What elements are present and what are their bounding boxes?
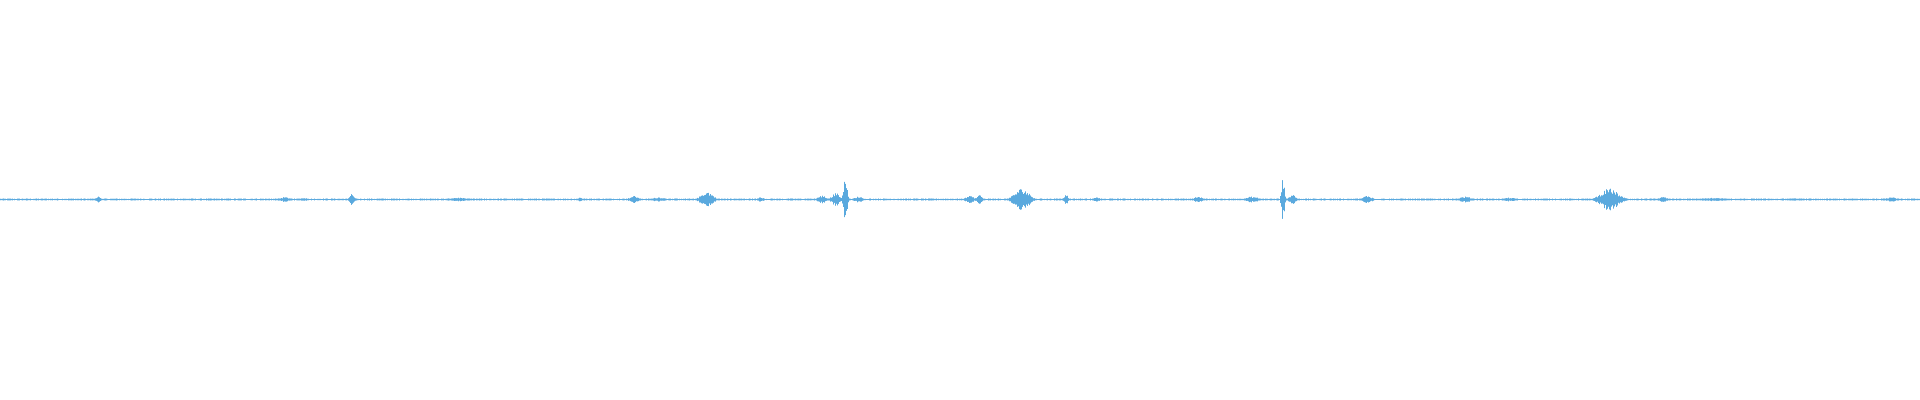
waveform-path <box>0 180 1920 219</box>
waveform-samples <box>0 180 1920 219</box>
